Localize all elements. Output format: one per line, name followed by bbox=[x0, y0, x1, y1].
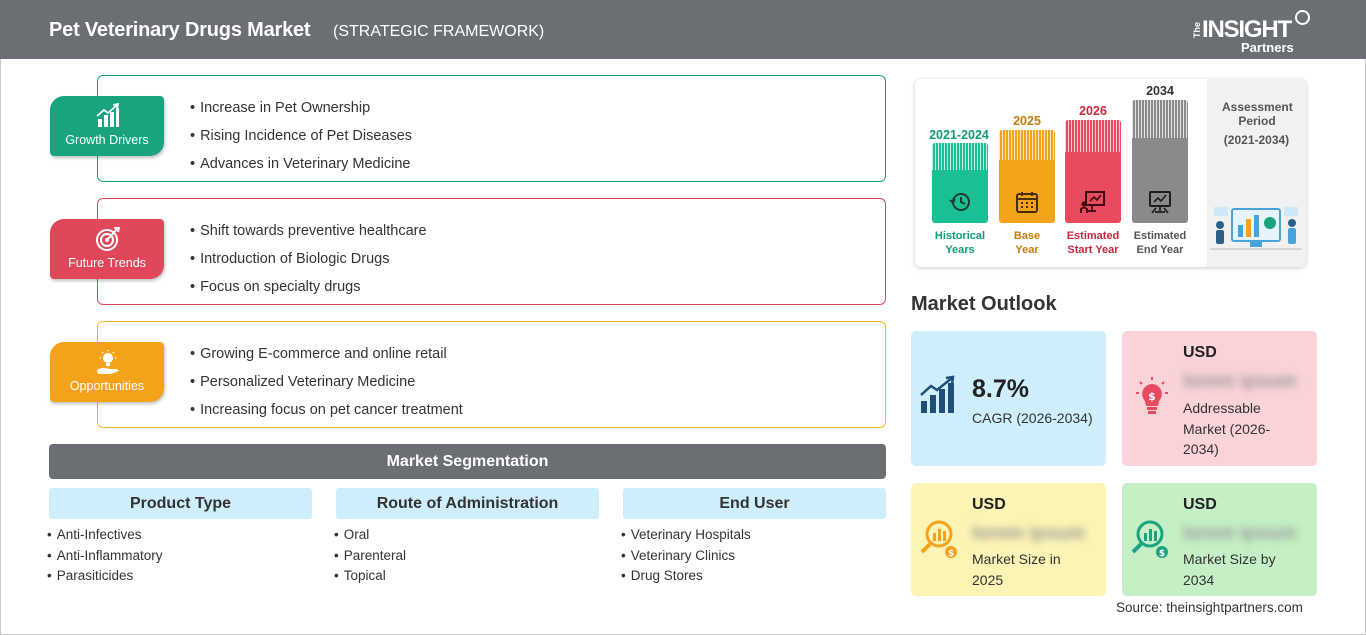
target-icon bbox=[96, 227, 121, 251]
product-type-list: Anti-Infectives Anti-Inflammatory Parasi… bbox=[47, 525, 163, 587]
cagr-value: 8.7% bbox=[972, 375, 1029, 403]
market-outlook-title: Market Outlook bbox=[911, 293, 1057, 315]
list-item: Veterinary Clinics bbox=[621, 546, 751, 567]
currency-label: USD bbox=[1183, 344, 1217, 361]
list-item: Increase in Pet Ownership bbox=[190, 94, 412, 122]
source-link[interactable]: Source: theinsightpartners.com bbox=[1116, 600, 1303, 615]
timeline-column-end bbox=[1132, 100, 1188, 223]
future-trends-badge: Future Trends bbox=[50, 219, 164, 279]
growth-chart-icon bbox=[920, 375, 955, 413]
lightbulb-hand-icon bbox=[97, 350, 119, 374]
list-item: Topical bbox=[334, 566, 406, 587]
cagr-label: CAGR (2026-2034) bbox=[972, 410, 1093, 426]
header-bar: Pet Veterinary Drugs Market (STRATEGIC F… bbox=[0, 0, 1366, 59]
growth-drivers-list: Increase in Pet Ownership Rising Inciden… bbox=[190, 94, 412, 178]
addressable-desc-3: 2034) bbox=[1183, 441, 1219, 457]
timeline-caption-base-2: Year bbox=[1015, 244, 1039, 256]
insight-partners-logo[interactable]: The INSIGHT Partners bbox=[1192, 10, 1312, 55]
timeline-caption-base-1: Base bbox=[1013, 230, 1041, 242]
list-item: Oral bbox=[334, 525, 406, 546]
currency-label: USD bbox=[972, 496, 1006, 513]
future-trends-box: Shift towards preventive healthcare Intr… bbox=[97, 198, 886, 305]
addressable-desc-1: Addressable bbox=[1183, 400, 1261, 416]
list-item: Personalized Veterinary Medicine bbox=[190, 368, 463, 396]
market-size-2025-value: lorem ipsum bbox=[972, 523, 1085, 544]
market-size-2034-desc-1: Market Size by bbox=[1183, 551, 1276, 567]
addressable-desc-2: Market (2026- bbox=[1183, 421, 1271, 437]
segment-head-product-type: Product Type bbox=[49, 488, 312, 519]
timeline-caption-historical-1: Historical bbox=[934, 230, 986, 242]
money-bulb-icon: $ bbox=[1136, 377, 1168, 414]
market-size-2034-value: lorem ipsum bbox=[1183, 523, 1296, 544]
future-trends-list: Shift towards preventive healthcare Intr… bbox=[190, 217, 427, 301]
growth-drivers-box: Increase in Pet Ownership Rising Inciden… bbox=[97, 75, 886, 182]
list-item: Growing E-commerce and online retail bbox=[190, 340, 463, 368]
history-clock-icon bbox=[949, 193, 970, 211]
timeline-column-historical bbox=[932, 143, 988, 223]
list-item: Veterinary Hospitals bbox=[621, 525, 751, 546]
presentation-icon bbox=[1080, 191, 1105, 213]
market-size-2034-card: USD lorem ipsum $ Market Size by 2034 bbox=[1122, 483, 1317, 596]
market-segmentation-bar: Market Segmentation bbox=[49, 444, 886, 479]
timeline-caption-end-1: Estimated bbox=[1133, 230, 1187, 242]
opportunities-box: Growing E-commerce and online retail Per… bbox=[97, 321, 886, 428]
addressable-market-value: lorem ipsum bbox=[1183, 371, 1296, 392]
growth-drivers-badge: Growth Drivers bbox=[50, 96, 164, 156]
timeline-column-start bbox=[1065, 120, 1121, 223]
list-item: Introduction of Biologic Drugs bbox=[190, 245, 427, 273]
assessment-label: Assessment Period bbox=[1222, 100, 1293, 128]
market-size-2025-card: USD lorem ipsum $ Market Size in 2025 bbox=[911, 483, 1106, 596]
monitor-chart-icon bbox=[1149, 191, 1171, 214]
timeline-year-historical: 2021-2024 bbox=[929, 128, 989, 142]
segment-head-route: Route of Administration bbox=[336, 488, 599, 519]
page-title: Pet Veterinary Drugs Market bbox=[49, 19, 311, 41]
opportunities-badge: Opportunities bbox=[50, 342, 164, 402]
list-item: Shift towards preventive healthcare bbox=[190, 217, 427, 245]
list-item: Advances in Veterinary Medicine bbox=[190, 150, 412, 178]
list-item: Drug Stores bbox=[621, 566, 751, 587]
timeline-caption-start-1: Estimated bbox=[1066, 230, 1120, 242]
market-size-2025-desc-1: Market Size in bbox=[972, 551, 1061, 567]
timeline-year-base: 2025 bbox=[1013, 114, 1041, 128]
timeline-year-end: 2034 bbox=[1146, 84, 1174, 98]
list-item: Parenteral bbox=[334, 546, 406, 567]
addressable-market-card: USD lorem ipsum $ Addressable Market (20… bbox=[1122, 331, 1317, 466]
list-item: Anti-Infectives bbox=[47, 525, 163, 546]
segment-head-end-user: End User bbox=[623, 488, 886, 519]
list-item: Anti-Inflammatory bbox=[47, 546, 163, 567]
timeline-column-base bbox=[999, 130, 1055, 223]
timeline-caption-end-2: End Year bbox=[1136, 244, 1184, 256]
magnifier-chart-icon: $ bbox=[1131, 520, 1168, 559]
growth-chart-icon bbox=[96, 103, 120, 127]
currency-label: USD bbox=[1183, 496, 1217, 513]
calendar-icon bbox=[1016, 192, 1038, 213]
timeline-caption-start-2: Start Year bbox=[1067, 244, 1119, 256]
list-item: Increasing focus on pet cancer treatment bbox=[190, 396, 463, 424]
assessment-period-panel: Assessment Period (2021-2034) bbox=[1207, 79, 1306, 267]
opportunities-list: Growing E-commerce and online retail Per… bbox=[190, 340, 463, 424]
svg-text:$: $ bbox=[1148, 390, 1156, 403]
svg-text:$: $ bbox=[1159, 549, 1165, 559]
logo-ring-icon bbox=[1295, 10, 1310, 25]
end-user-list: Veterinary Hospitals Veterinary Clinics … bbox=[621, 525, 751, 587]
market-size-2025-desc-2: 2025 bbox=[972, 572, 1004, 588]
market-size-2034-desc-2: 2034 bbox=[1183, 572, 1215, 588]
svg-text:$: $ bbox=[948, 549, 954, 559]
magnifier-chart-icon: $ bbox=[920, 520, 957, 559]
list-item: Rising Incidence of Pet Diseases bbox=[190, 122, 412, 150]
list-item: Parasiticides bbox=[47, 566, 163, 587]
cagr-card: 8.7% CAGR (2026-2034) bbox=[911, 331, 1106, 466]
analytics-people-icon bbox=[1210, 207, 1302, 250]
timeline-caption-historical-2: Years bbox=[945, 244, 975, 256]
route-list: Oral Parenteral Topical bbox=[334, 525, 406, 587]
list-item: Focus on specialty drugs bbox=[190, 273, 427, 301]
assessment-range: (2021-2034) bbox=[1223, 133, 1290, 147]
page-subtitle: (STRATEGIC FRAMEWORK) bbox=[333, 23, 545, 40]
timeline-year-start: 2026 bbox=[1079, 104, 1107, 118]
